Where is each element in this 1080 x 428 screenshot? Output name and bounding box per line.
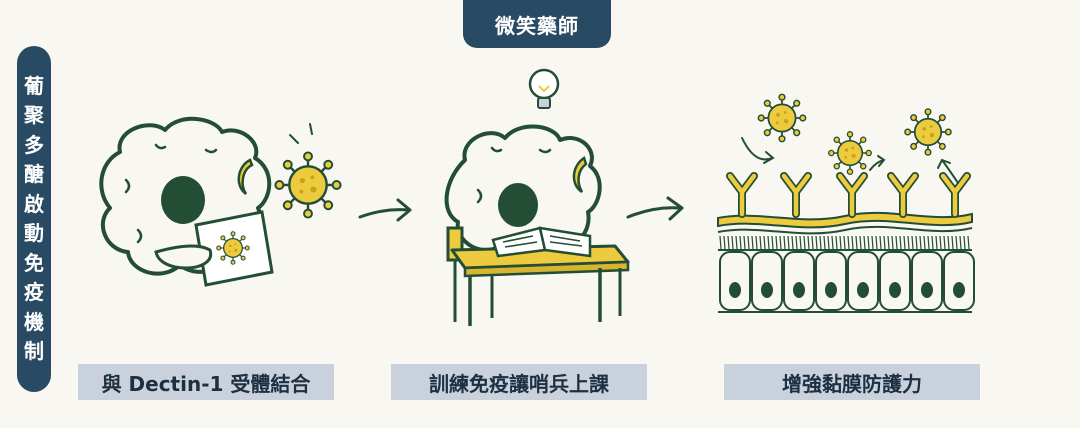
- brand-badge: 微笑藥師: [463, 0, 611, 48]
- antibody-icon: [730, 176, 967, 214]
- step3-illustration: [717, 93, 975, 313]
- side-title-char: 多: [24, 132, 44, 157]
- virus-icon: [274, 151, 342, 219]
- card-icon: [154, 210, 274, 287]
- side-title-char: 免: [24, 250, 44, 275]
- step2-caption: 訓練免疫讓哨兵上課: [391, 364, 647, 400]
- side-title-char: 疫: [24, 280, 44, 304]
- step2-illustration: [444, 68, 630, 326]
- mucosa-icon: [717, 211, 975, 313]
- step1-illustration: [99, 116, 342, 287]
- step3-caption: 增強黏膜防護力: [724, 364, 980, 400]
- side-title-char: 動: [24, 221, 44, 245]
- arrow-right-icon: [358, 198, 412, 222]
- virus-icon: [757, 93, 952, 176]
- step1-caption: 與 Dectin-1 受體結合: [78, 364, 334, 400]
- book-icon: [491, 226, 592, 258]
- side-title-char: 機: [24, 309, 44, 334]
- side-title-char: 醣: [24, 162, 44, 186]
- side-title-char: 啟: [24, 191, 44, 216]
- side-title: 葡聚多醣啟動免疫機制: [17, 46, 51, 392]
- side-title-char: 制: [24, 339, 44, 363]
- side-title-char: 聚: [24, 103, 44, 127]
- arrow-right-icon: [626, 196, 684, 221]
- side-title-char: 葡: [24, 73, 44, 98]
- lightbulb-icon: [528, 68, 560, 109]
